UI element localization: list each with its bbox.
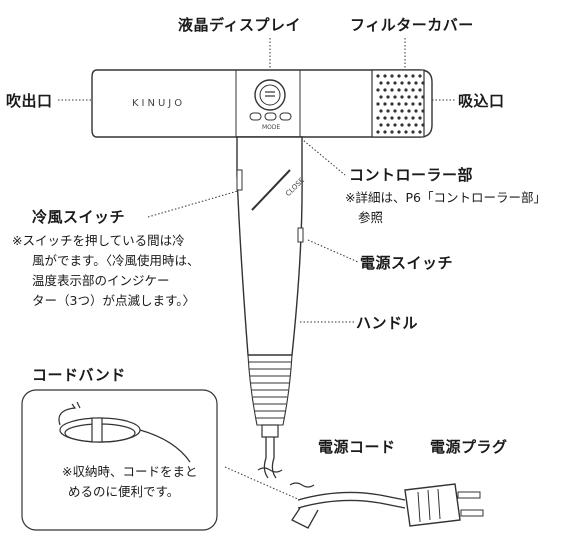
handle-vents <box>247 354 293 426</box>
label-filter-cover: フィルターカバー <box>350 16 474 34</box>
label-lcd-display: 液晶ディスプレイ <box>178 16 301 34</box>
label-power-switch: 電源スイッチ <box>360 254 454 272</box>
control-buttons <box>249 112 292 121</box>
lcd-display <box>254 79 286 111</box>
label-controller: コントローラー部 <box>349 166 474 184</box>
label-power-plug: 電源プラグ <box>430 438 508 456</box>
filter-grille <box>376 74 425 134</box>
power-plug-icon <box>404 483 484 527</box>
cool-note-line: ター（3つ）が点滅します。〉 <box>32 293 195 308</box>
cord-band-note-line: めるのに便利です。 <box>68 484 180 499</box>
dryer-handle <box>236 136 304 438</box>
power-cord-line <box>257 437 406 529</box>
cool-note-line: 風がでます。〈冷風使用時は、 <box>32 253 200 268</box>
cool-note-line: ※スイッチを押している間は冷 <box>12 233 185 248</box>
label-outlet: 吹出口 <box>6 92 53 110</box>
label-inlet: 吸込口 <box>458 92 505 110</box>
controller-note-1: ※詳細は、P6「コントローラー部」 <box>345 190 546 205</box>
brand-logo: KINUJO <box>132 98 186 109</box>
cord-band-note-line: ※収納時、コードをまと <box>62 464 198 479</box>
label-power-cord: 電源コード <box>318 438 396 456</box>
label-handle: ハンドル <box>356 314 419 332</box>
cord-band-box <box>21 389 218 531</box>
controller-note-2: 参照 <box>358 210 384 225</box>
cool-note-line: 温度表示部のインジケー <box>32 273 170 288</box>
mode-label: MODE <box>262 124 281 131</box>
label-cool-switch: 冷風スイッチ <box>32 208 126 226</box>
label-cord-band: コードバンド <box>32 366 126 384</box>
